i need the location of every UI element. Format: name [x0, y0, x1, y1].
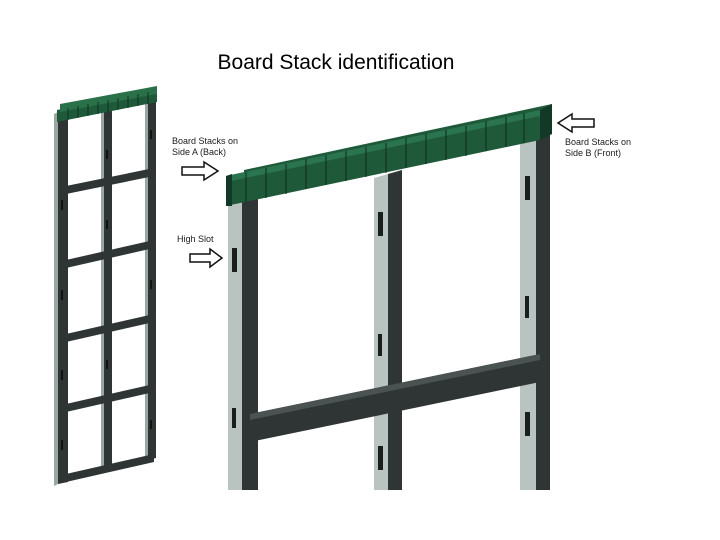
label-side-b-line1: Board Stacks on: [565, 137, 632, 147]
label-side-a: Board Stacks on Side A (Back): [172, 136, 238, 158]
label-side-a-line1: Board Stacks on: [172, 136, 239, 146]
label-side-a-line2: Side A (Back): [172, 147, 227, 157]
arrow-high-slot: [189, 247, 224, 269]
slide-title: Board Stack identification: [217, 51, 455, 74]
arrow-side-a: [181, 160, 220, 182]
large-frame: [226, 104, 552, 490]
label-side-b-line2: Side B (Front): [565, 148, 622, 158]
small-frame: [54, 86, 157, 486]
label-side-b: Board Stacks on Side B (Front): [565, 137, 631, 159]
arrow-side-b: [556, 112, 595, 134]
label-high-slot: High Slot: [177, 234, 214, 244]
